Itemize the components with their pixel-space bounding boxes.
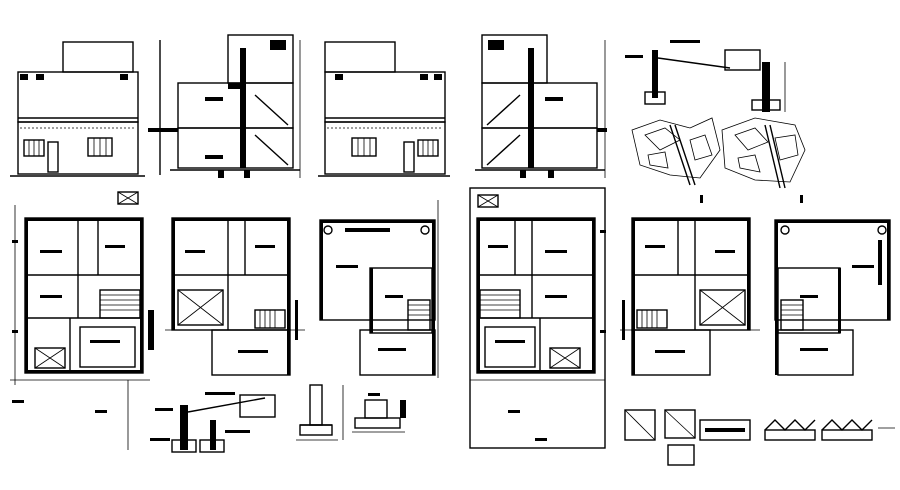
site-location-sketches	[631, 117, 806, 203]
wall-foundation-detail-top	[625, 40, 786, 112]
railing-details-bottom-right	[624, 409, 895, 466]
terrace-plan-left	[319, 200, 439, 378]
first-floor-plan-left	[165, 217, 305, 376]
terrace-plan-right	[774, 219, 891, 376]
front-elevation-left	[10, 41, 145, 177]
section-right	[475, 34, 607, 178]
ground-floor-plan-right	[469, 187, 606, 449]
section-left	[148, 34, 301, 178]
footing-detail-b	[352, 393, 406, 433]
wall-section-detail-bottom	[150, 392, 276, 453]
ground-floor-plan-left	[10, 191, 154, 450]
front-elevation-right	[318, 41, 450, 177]
first-floor-plan-right	[620, 217, 760, 376]
footing-detail-a	[296, 384, 344, 441]
